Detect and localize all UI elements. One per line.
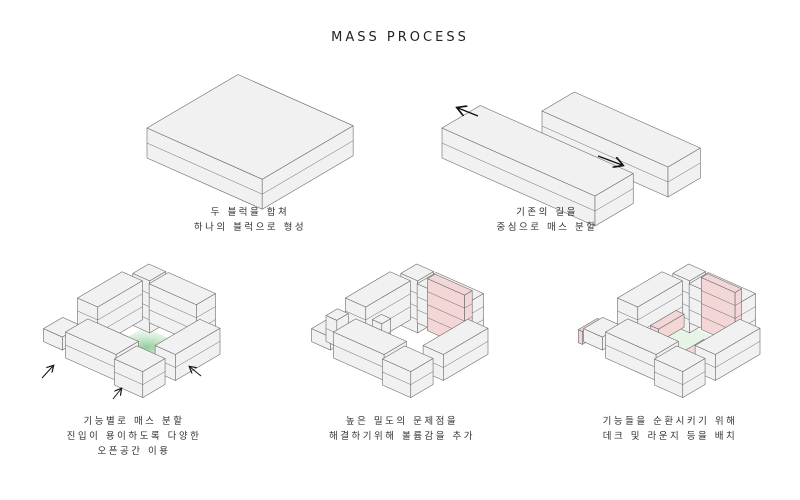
block-face (146, 74, 354, 180)
step-5-decks-lounges (578, 263, 761, 398)
caption-step-1: 두 블럭을 합쳐 하나의 블럭으로 형성 (120, 205, 380, 235)
caption-line: 하나의 블럭으로 형성 (193, 222, 307, 233)
block-face (382, 345, 434, 372)
block-face (605, 318, 679, 355)
caption-step-2: 기존의 길을 중심으로 매스 분할 (417, 205, 677, 235)
floor-line (701, 290, 742, 306)
block-face (617, 271, 683, 308)
block-face (154, 318, 221, 355)
diagram-title: MASS PROCESS (331, 30, 469, 45)
caption-line: 오픈공간 이용 (97, 446, 171, 457)
caption-line: 기존의 길을 (516, 207, 578, 218)
floor-line (617, 293, 683, 321)
mass-block (654, 345, 706, 398)
caption-line: 두 블럭을 합쳐 (210, 207, 290, 218)
floor-line (427, 291, 473, 309)
caption-line: 기능들을 순환시키기 위해 (602, 416, 738, 427)
block-face (333, 318, 407, 355)
block-face (422, 318, 489, 355)
floor-line (382, 371, 434, 385)
caption-line: 해결하기위해 볼륨감을 추가 (329, 431, 475, 442)
floor-line (654, 371, 706, 385)
block-face (701, 273, 742, 293)
mass-block (541, 91, 701, 198)
block-face (650, 310, 685, 330)
block-face (578, 329, 583, 345)
floor-line (146, 140, 354, 195)
block-face (132, 263, 166, 282)
step-1-merged-block (146, 74, 354, 210)
step-3-functional-split (41, 263, 221, 400)
step-2-split-by-road (441, 91, 701, 227)
arrow-icon (112, 389, 121, 400)
caption-line: 높은 밀도의 문제점을 (345, 416, 459, 427)
floor-line (441, 142, 634, 212)
block-face (345, 271, 411, 308)
mass-block (382, 345, 434, 398)
caption-line: 데크 및 라운지 등을 배치 (602, 431, 738, 442)
block-face (541, 91, 701, 168)
mass-block (146, 74, 354, 210)
block-face (672, 263, 706, 282)
block-face (77, 271, 143, 308)
block-face (400, 263, 434, 282)
arrow-icon (41, 366, 53, 379)
floor-line (149, 296, 216, 319)
caption-step-3: 기능별로 매스 분할 진입이 용이하도록 다양한 오픈공간 이용 (4, 414, 264, 459)
block-face (694, 318, 761, 355)
arrow-icon (190, 367, 202, 377)
block-face (65, 318, 139, 355)
arrow-icon (458, 108, 479, 117)
block-face (148, 272, 216, 306)
floor-line (77, 293, 143, 321)
block-face (427, 273, 473, 296)
caption-line: 중심으로 매스 분할 (496, 222, 598, 233)
step-4-added-volume (311, 263, 489, 398)
floor-line (541, 125, 701, 183)
block-face (654, 345, 706, 372)
block-face (325, 308, 349, 321)
mass-block (441, 105, 634, 227)
floor-line (701, 303, 742, 319)
caption-step-5: 기능들을 순환시키기 위해 데크 및 라운지 등을 배치 (540, 414, 800, 444)
block-face (114, 345, 166, 372)
caption-step-4: 높은 밀도의 문제점을 해결하기위해 볼륨감을 추가 (272, 414, 532, 444)
caption-line: 진입이 용이하도록 다양한 (66, 431, 202, 442)
mass-block (154, 318, 221, 381)
floor-line (114, 371, 166, 385)
caption-line: 기능별로 매스 분할 (83, 416, 185, 427)
block-face (372, 314, 391, 325)
floor-line (345, 293, 411, 321)
arrow-icon (597, 155, 622, 165)
